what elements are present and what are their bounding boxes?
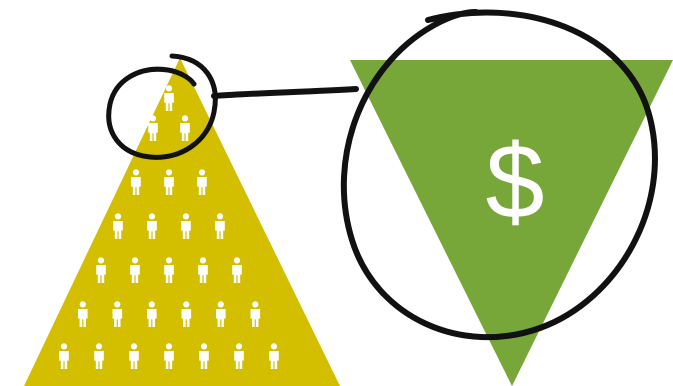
- small-highlight-circle: [106, 53, 218, 160]
- large-highlight-circle: [340, 9, 658, 341]
- inverted-triangle: [350, 60, 673, 386]
- connector-line: [211, 86, 359, 99]
- dollar-sign-icon: $: [486, 123, 545, 241]
